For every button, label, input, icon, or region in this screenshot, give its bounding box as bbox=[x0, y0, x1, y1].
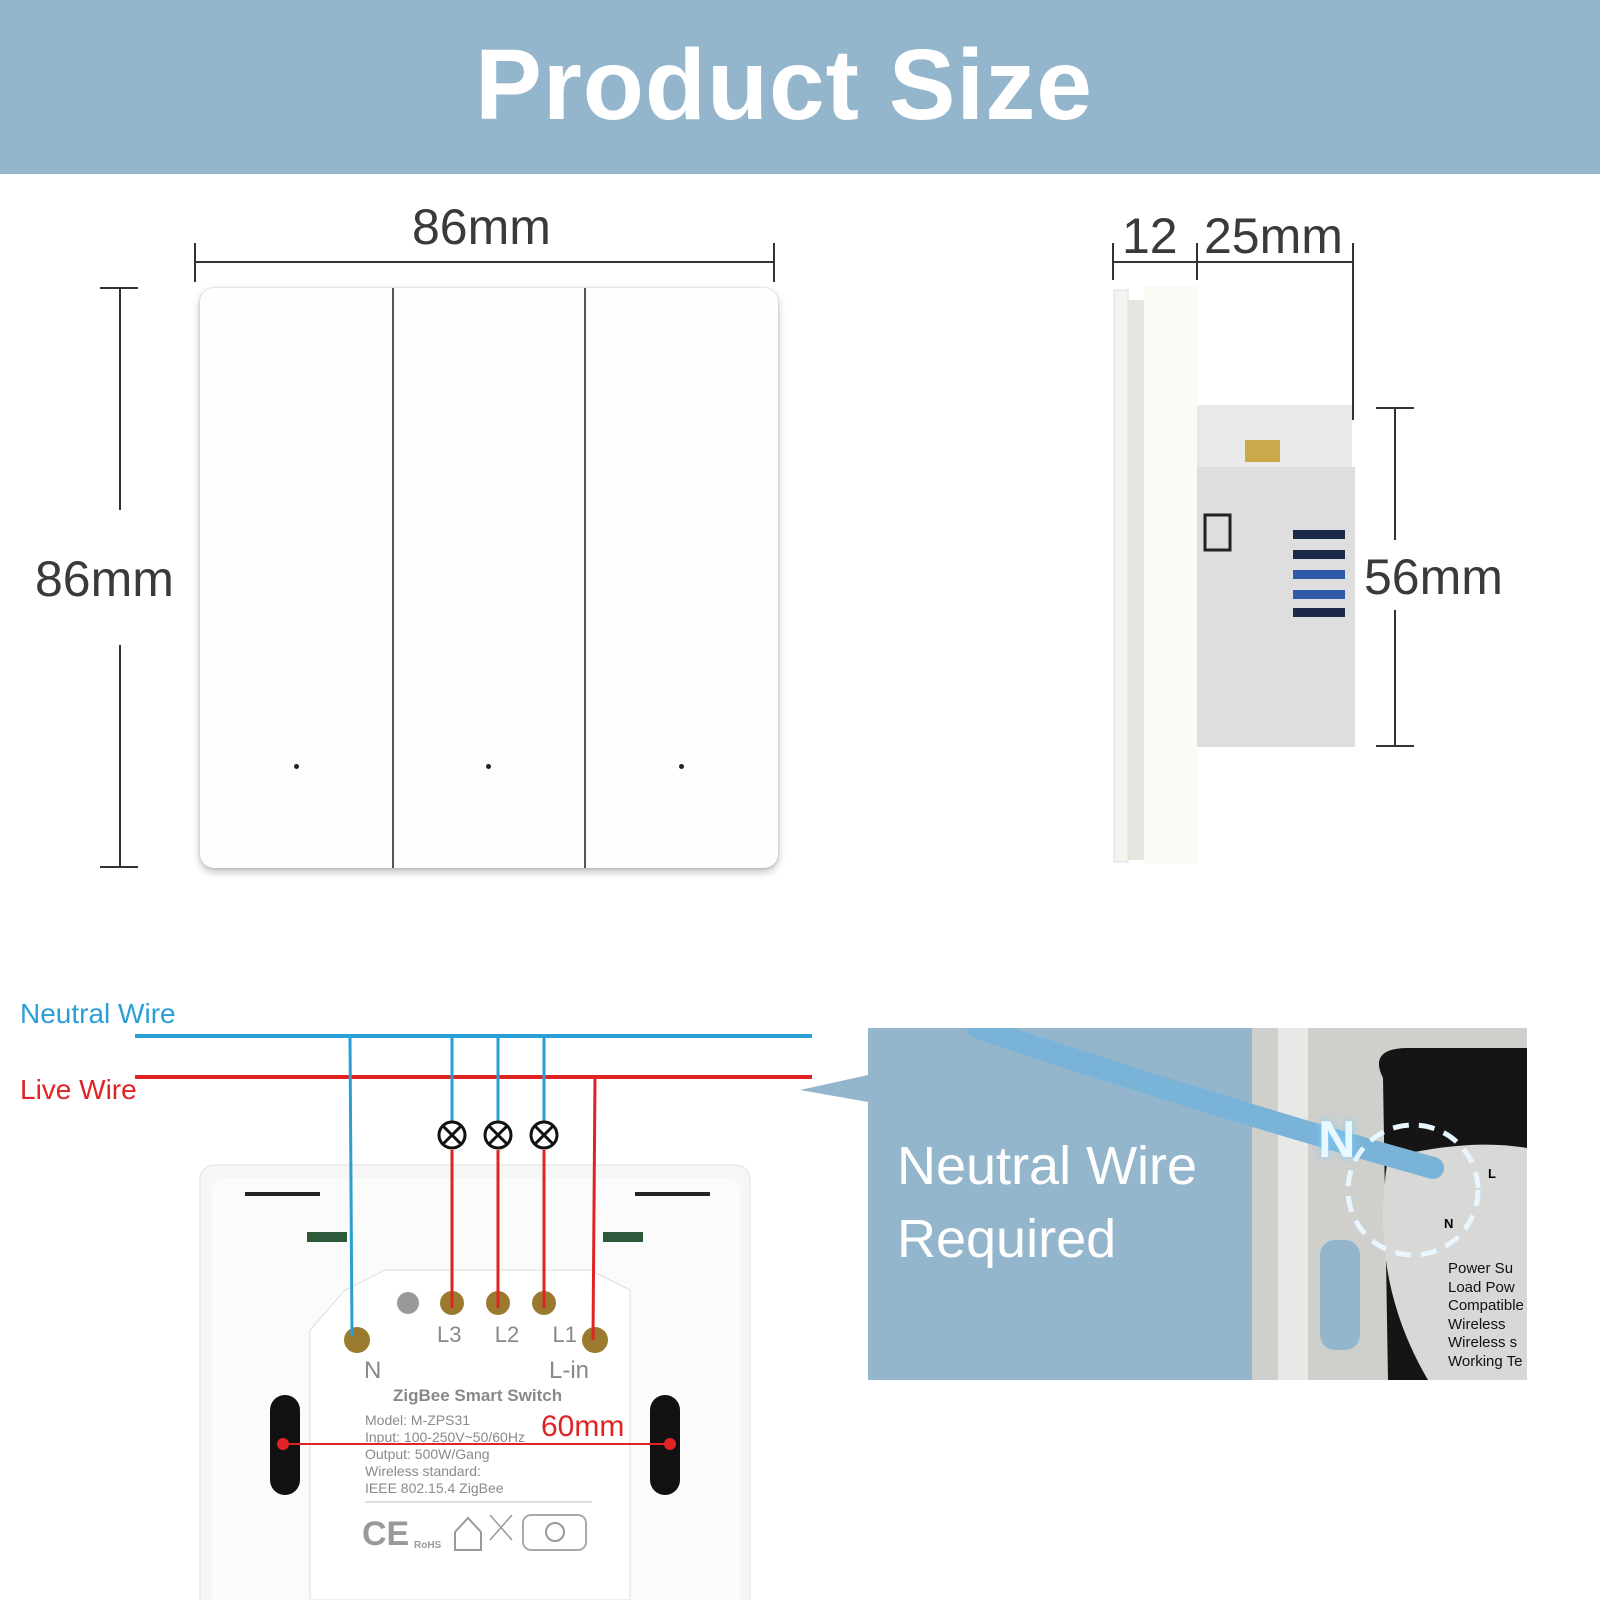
lamp-icon bbox=[483, 1120, 513, 1150]
neutral-wire-photo bbox=[967, 1028, 1527, 1380]
indicator-led bbox=[294, 764, 299, 769]
plate-thickness-label: 12 bbox=[1122, 208, 1178, 264]
neutral-wire-label: Neutral Wire bbox=[20, 998, 176, 1029]
indicator-led bbox=[486, 764, 491, 769]
mount-width-label: 60mm bbox=[541, 1410, 625, 1443]
page-title: Product Size bbox=[475, 29, 1093, 141]
callout-line-2: Required bbox=[897, 1209, 1117, 1269]
lamp-icons bbox=[437, 1120, 559, 1150]
module-specs: Model: M-ZPS31 Input: 100-250V~50/60Hz O… bbox=[365, 1412, 525, 1497]
spec-standard: IEEE 802.15.4 ZigBee bbox=[365, 1480, 504, 1496]
terminal-l2: L2 bbox=[494, 1322, 520, 1347]
front-height-label: 86mm bbox=[35, 551, 174, 607]
terminal-l-in: L-in bbox=[549, 1357, 590, 1384]
photo-text-line: Working Te bbox=[1448, 1352, 1523, 1370]
neutral-callout: N L N Power Su Load Pow Compatible Wirel… bbox=[868, 1028, 1527, 1380]
photo-text-line: Wireless bbox=[1448, 1315, 1506, 1333]
indicator-led bbox=[679, 764, 684, 769]
photo-n-label: N bbox=[1444, 1216, 1454, 1231]
terminal-l3: L3 bbox=[437, 1322, 462, 1347]
photo-text-line: Wireless s bbox=[1448, 1334, 1518, 1351]
photo-text-line: Load Pow bbox=[1448, 1278, 1515, 1296]
live-wire-label: Live Wire bbox=[20, 1074, 137, 1105]
lamp-icon bbox=[437, 1120, 467, 1150]
spec-model: Model: M-ZPS31 bbox=[365, 1412, 471, 1428]
terminal-l1: L1 bbox=[552, 1322, 577, 1347]
house-icon bbox=[454, 1516, 482, 1551]
gang-divider bbox=[392, 288, 394, 868]
photo-l-label: L bbox=[1488, 1166, 1496, 1181]
spec-input: Input: 100-250V~50/60Hz bbox=[365, 1429, 525, 1445]
spec-output: Output: 500W/Gang bbox=[365, 1446, 490, 1462]
photo-label-text: Power Su Load Pow Compatible Wireless Wi… bbox=[1448, 1260, 1524, 1371]
callout-line-1: Neutral Wire bbox=[897, 1136, 1198, 1196]
weee-icon bbox=[489, 1514, 513, 1541]
callout-pointer bbox=[800, 1075, 868, 1102]
module-name: ZigBee Smart Switch bbox=[393, 1386, 563, 1405]
header-banner bbox=[0, 0, 1600, 174]
rohs-mark: RoHS bbox=[414, 1540, 442, 1551]
front-panel bbox=[200, 288, 778, 868]
front-width-label: 86mm bbox=[412, 199, 551, 255]
zigbee-logo-icon bbox=[522, 1514, 587, 1551]
photo-n-marker: N bbox=[1318, 1111, 1356, 1169]
terminal-labels: L3 L2 L1 bbox=[437, 1322, 577, 1348]
gang-divider bbox=[584, 288, 586, 868]
body-height-label: 56mm bbox=[1364, 549, 1503, 605]
terminal-n: N bbox=[364, 1357, 382, 1384]
lamp-icon bbox=[529, 1120, 559, 1150]
photo-text-line: Power Su bbox=[1448, 1260, 1514, 1277]
depth-label: 25mm bbox=[1204, 208, 1343, 264]
photo-text-line: Compatible bbox=[1448, 1297, 1524, 1314]
spec-wireless: Wireless standard: bbox=[365, 1463, 481, 1479]
ce-mark: CE bbox=[362, 1515, 410, 1553]
